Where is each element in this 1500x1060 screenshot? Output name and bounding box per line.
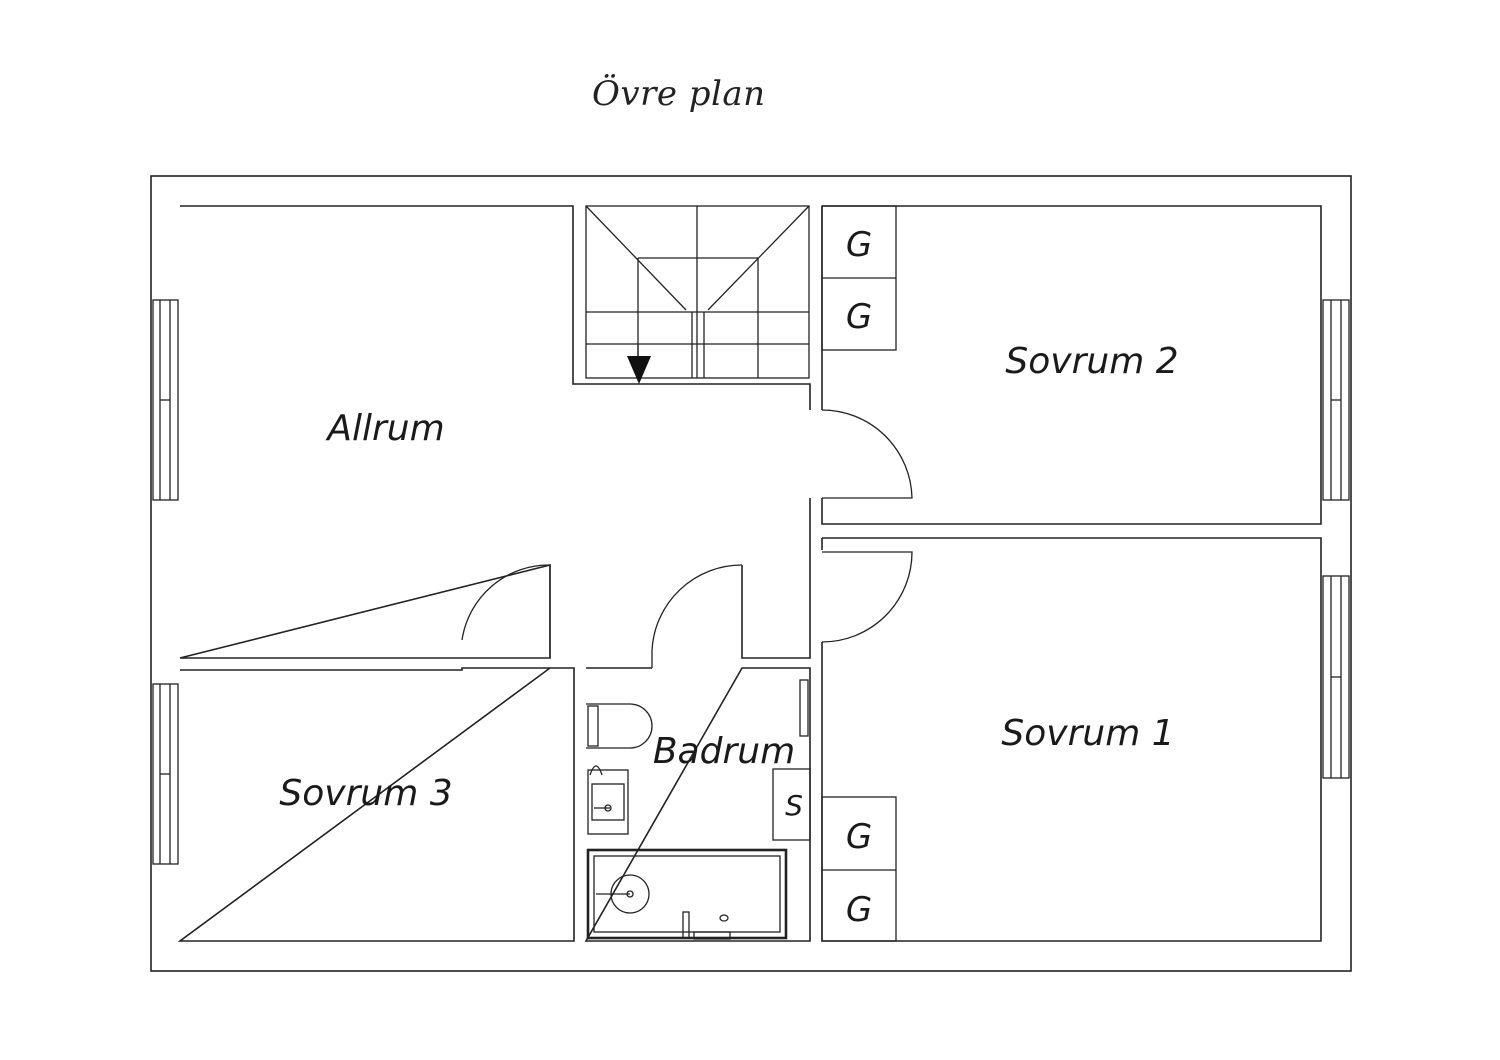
room-label-sovrum3: Sovrum 3 (279, 773, 452, 814)
plan-title: Övre plan (592, 74, 766, 114)
door-sovrum3 (461, 564, 551, 658)
window-sovrum2 (1322, 299, 1350, 501)
room-label-sovrum1: Sovrum 1 (1001, 713, 1174, 754)
outer-wall (150, 175, 1352, 972)
towel-rail (799, 679, 809, 737)
toilet (586, 703, 653, 749)
closet-label-s-bath: S (785, 789, 803, 822)
closet-label-g-bot1: G (846, 817, 872, 857)
bath-storage (772, 768, 811, 841)
allrum-outline (179, 205, 811, 659)
closet-label-g-top2: G (846, 297, 872, 337)
closets-top (821, 205, 897, 351)
room-label-sovrum2: Sovrum 2 (1005, 341, 1178, 382)
closet-label-g-bot2: G (846, 890, 872, 930)
window-sovrum3 (152, 683, 179, 865)
bathtub (586, 848, 788, 940)
door-sovrum2 (821, 409, 913, 499)
window-sovrum1 (1322, 575, 1350, 779)
stair-down-arrow (627, 356, 651, 384)
sovrum3-outline (177, 667, 575, 942)
door-bathroom (651, 564, 743, 668)
closets-bottom (821, 796, 897, 942)
bathroom-outline (584, 667, 811, 942)
closet-label-g-top1: G (846, 225, 872, 265)
staircase (585, 205, 810, 379)
window-allrum (152, 299, 179, 501)
room-label-allrum: Allrum (325, 408, 444, 449)
door-sovrum1 (821, 551, 913, 643)
sink (587, 765, 629, 835)
room-label-badrum: Badrum (653, 731, 795, 772)
